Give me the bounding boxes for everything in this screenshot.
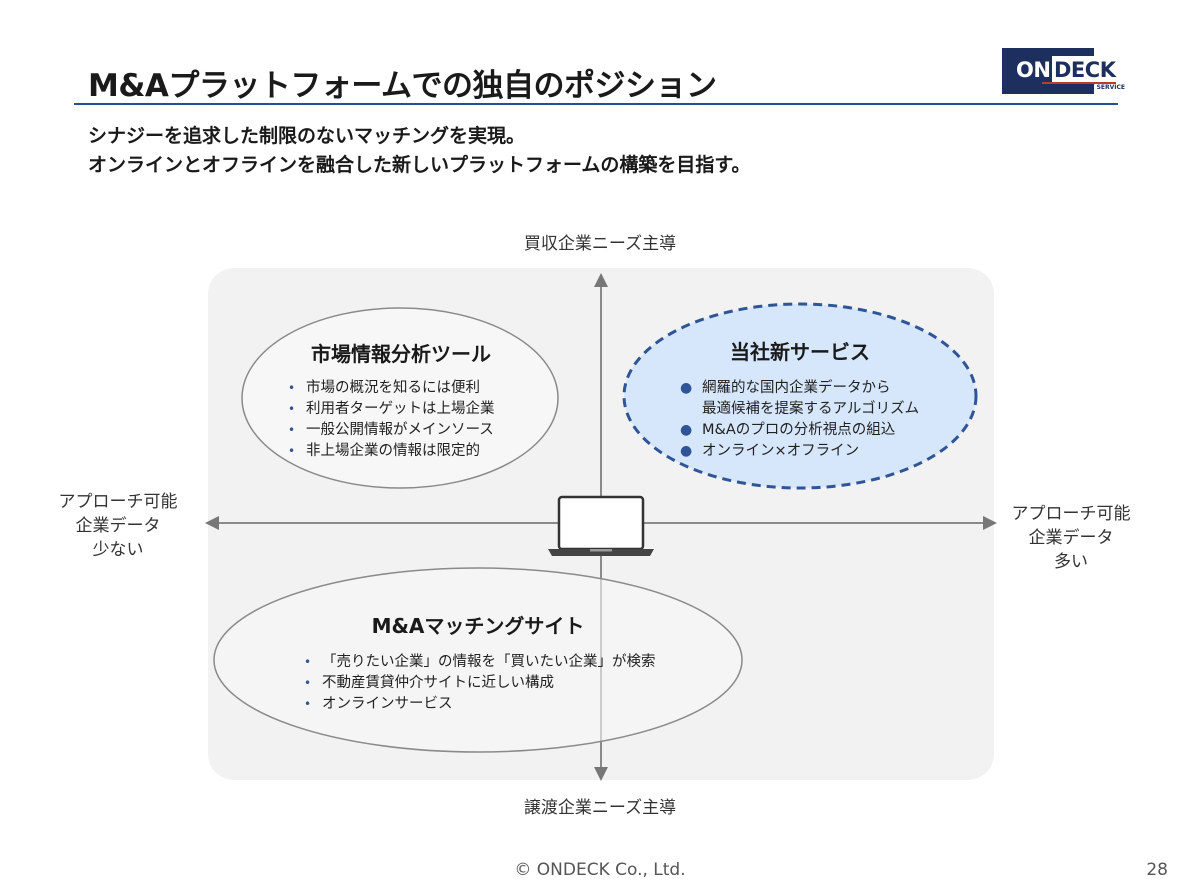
title-divider — [74, 103, 1118, 105]
bubble-new-service-points: ●網羅的な国内企業データから 最適候補を提案するアルゴリズム ●M&Aのプロの分… — [680, 378, 919, 462]
bullet-icon: ● — [680, 422, 693, 438]
bullet-icon: ● — [680, 380, 693, 396]
list-item: •非上場企業の情報は限定的 — [284, 441, 495, 462]
list-item: •不動産賃貸仲介サイトに近しい構成 — [300, 673, 656, 694]
axis-label-right: アプローチ可能 企業データ 多い — [1011, 504, 1131, 572]
bubble-market-tool-shape — [241, 307, 559, 489]
axis-label-top: 買収企業ニーズ主導 — [523, 234, 677, 254]
list-item: ●オンライン×オフライン — [680, 441, 919, 462]
bullet-icon: • — [304, 697, 312, 711]
page-title: M&Aプラットフォームでの独自のポジション — [88, 68, 717, 104]
lead-line-2: オンラインとオフラインを融合した新しいプラットフォームの構築を目指す。 — [88, 154, 751, 176]
lead-line-1: シナジーを追求した制限のないマッチングを実現。 — [88, 125, 526, 147]
bubble-market-tool-title: 市場情報分析ツール — [311, 342, 491, 366]
bullet-icon: • — [288, 381, 296, 395]
bubble-new-service-shape — [622, 302, 978, 490]
page-number: 28 — [1146, 860, 1168, 880]
bubble-matching-site-title: M&Aマッチングサイト — [371, 614, 585, 638]
logo-text-on: ON — [1016, 58, 1051, 82]
list-item: •市場の概況を知るには便利 — [284, 378, 495, 399]
bubble-new-service-title: 当社新サービス — [730, 340, 870, 364]
company-logo: ON DECK M&A ADVISORY SERVICE — [1002, 48, 1125, 96]
logo-subtitle: M&A ADVISORY SERVICE — [1042, 84, 1126, 91]
bubble-matching-site-points: •「売りたい企業」の情報を「買いたい企業」が検索 •不動産賃貸仲介サイトに近しい… — [300, 652, 656, 715]
list-item: •利用者ターゲットは上場企業 — [284, 399, 495, 420]
axis-label-left: アプローチ可能 企業データ 少ない — [58, 492, 178, 560]
bubble-matching-site-shape — [213, 567, 743, 753]
list-item: •一般公開情報がメインソース — [284, 420, 495, 441]
bubble-market-tool-points: •市場の概況を知るには便利 •利用者ターゲットは上場企業 •一般公開情報がメイン… — [284, 378, 495, 462]
copyright: © ONDECK Co., Ltd. — [514, 860, 686, 880]
bullet-icon: • — [304, 676, 312, 690]
logo-text-deck: DECK — [1054, 58, 1116, 82]
bullet-icon: ● — [680, 443, 693, 459]
bullet-icon: • — [304, 655, 312, 669]
bullet-icon: • — [288, 423, 296, 437]
list-item: ●網羅的な国内企業データから — [680, 378, 919, 399]
list-item-continuation: 最適候補を提案するアルゴリズム — [702, 401, 920, 417]
list-item: •オンラインサービス — [300, 694, 656, 715]
list-item: •「売りたい企業」の情報を「買いたい企業」が検索 — [300, 652, 656, 673]
laptop-icon — [548, 495, 654, 556]
axis-label-bottom: 譲渡企業ニーズ主導 — [523, 798, 677, 818]
list-item: ●M&Aのプロの分析視点の組込 — [680, 420, 919, 441]
lead-text: シナジーを追求した制限のないマッチングを実現。 オンラインとオフラインを融合した… — [88, 122, 751, 180]
bullet-icon: • — [288, 444, 296, 458]
bullet-icon: • — [288, 402, 296, 416]
logo-accent-bar — [1042, 82, 1116, 84]
